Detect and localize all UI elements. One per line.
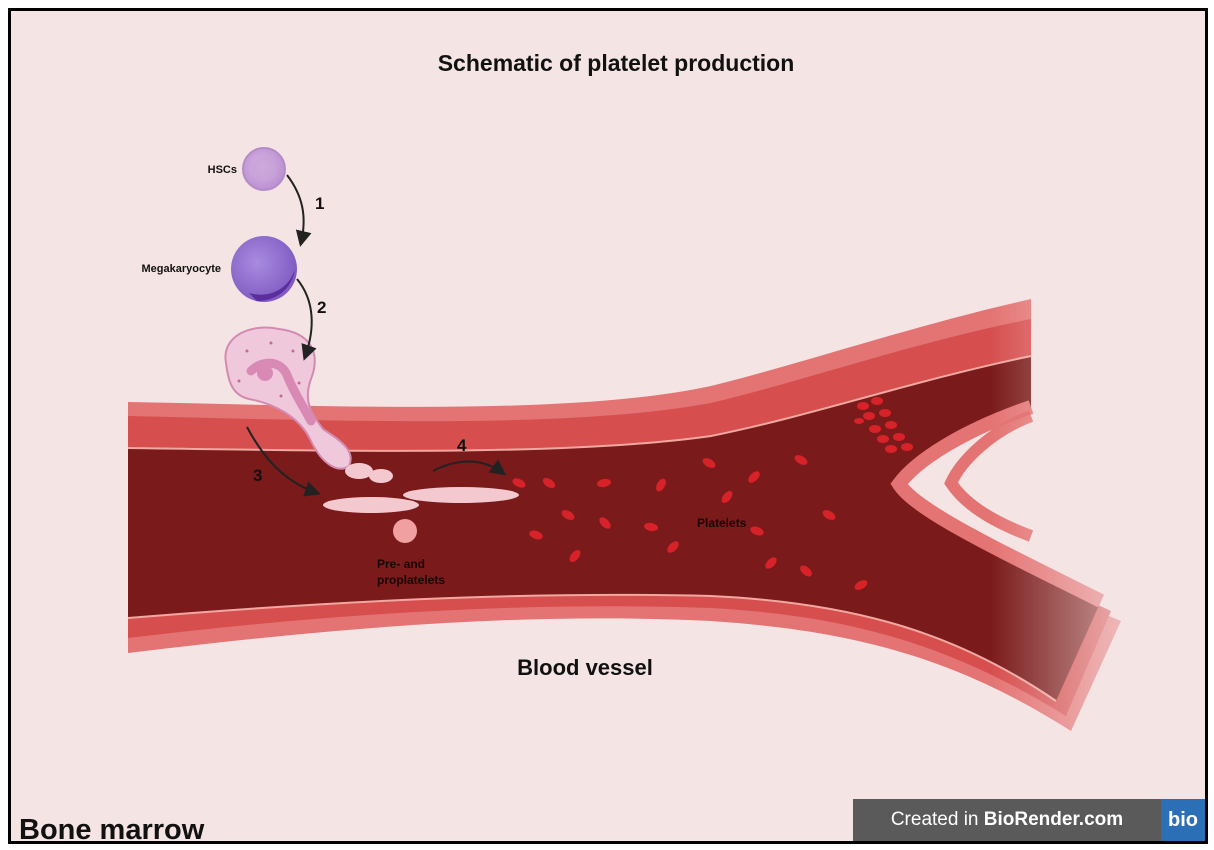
step-2-label: 2: [317, 298, 326, 317]
megakaryocyte-label: Megakaryocyte: [142, 263, 222, 275]
biorender-badge[interactable]: Created in BioRender.com bio: [853, 799, 1205, 841]
badge-prefix: Created in: [891, 809, 984, 830]
pre-proplatelets-label-line2: proplatelets: [377, 573, 445, 587]
bone-marrow-label: Bone marrow: [19, 814, 205, 841]
badge-brand: BioRender.com: [984, 809, 1123, 830]
step-1-label: 1: [315, 194, 324, 213]
biorender-logo-icon: bio: [1161, 799, 1205, 841]
platelets-label: Platelets: [697, 516, 747, 530]
hsc-cell: [243, 148, 285, 190]
step-3-label: 3: [253, 466, 262, 485]
arrow-step-1: [287, 175, 304, 243]
blood-vessel-label: Blood vessel: [517, 655, 653, 680]
pre-proplatelets-label-line1: Pre- and: [377, 557, 425, 571]
diagram-title: Schematic of platelet production: [438, 50, 795, 76]
hscs-label: HSCs: [208, 164, 237, 176]
biorender-badge-text: Created in BioRender.com: [853, 809, 1161, 831]
diagram-frame: HSCs Megakaryocyte Pre- and proplatelets: [8, 8, 1208, 844]
step-4-label: 4: [457, 436, 467, 455]
megakaryocyte-cell: [231, 236, 297, 302]
platelet-production-diagram: HSCs Megakaryocyte Pre- and proplatelets: [11, 11, 1205, 841]
